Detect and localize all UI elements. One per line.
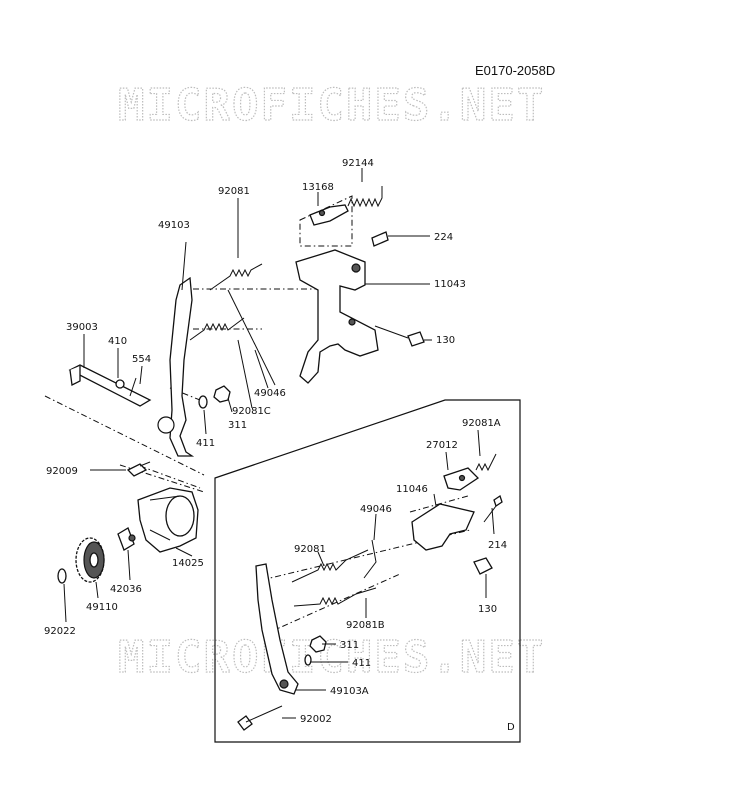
label-410: 410 <box>108 336 127 347</box>
label-49103: 49103 <box>158 220 190 231</box>
bolt-92009 <box>126 461 151 477</box>
watermark-top: MICROFICHES.NET <box>118 80 545 131</box>
label-411-upper: 411 <box>196 438 215 449</box>
shaft-39003 <box>68 364 152 407</box>
label-92081A: 92081A <box>462 418 501 429</box>
sleeve-42036 <box>117 527 136 551</box>
label-214: 214 <box>488 540 507 551</box>
watermark-bottom: MICROFICHES.NET <box>118 632 545 683</box>
label-411-inset: 411 <box>352 658 371 669</box>
spring-92144 <box>347 186 383 208</box>
label-27012: 27012 <box>426 440 458 451</box>
label-554: 554 <box>132 354 151 365</box>
spring-92081B <box>293 587 377 607</box>
label-92081C: 92081C <box>232 406 271 417</box>
bolt-224 <box>371 231 430 247</box>
nut-311-inset <box>309 635 327 653</box>
gear-49110 <box>75 537 105 583</box>
label-42036: 42036 <box>110 584 142 595</box>
link-27012 <box>443 467 480 491</box>
label-92081B: 92081B <box>346 620 385 631</box>
label-39003: 39003 <box>66 322 98 333</box>
label-14025: 14025 <box>172 558 204 569</box>
spring-92081-inset <box>291 549 369 583</box>
governor-lever-49103 <box>157 276 195 457</box>
label-49046-upper: 49046 <box>254 388 286 399</box>
label-11043: 11043 <box>434 279 466 290</box>
washer-92022 <box>57 568 67 584</box>
bolt-130-lower <box>473 557 493 598</box>
lever-49103A <box>255 563 299 695</box>
bolt-92002 <box>237 705 283 731</box>
washer-411-upper <box>198 395 208 409</box>
label-311-upper: 311 <box>228 420 247 431</box>
washer-411-inset <box>304 654 312 666</box>
label-92009: 92009 <box>46 466 78 477</box>
inset-label: D <box>507 722 515 733</box>
bolt-130-upper <box>374 325 425 347</box>
label-130-lower: 130 <box>478 604 497 615</box>
spring-92081-upper <box>209 263 263 291</box>
bracket-11046 <box>411 503 475 551</box>
label-92144: 92144 <box>342 158 374 169</box>
inset-detail-d <box>214 399 521 743</box>
label-224: 224 <box>434 232 453 243</box>
label-92081-inset: 92081 <box>294 544 326 555</box>
label-49103A: 49103A <box>330 686 369 697</box>
pin-554 <box>129 377 137 397</box>
bolt-214 <box>483 494 503 523</box>
label-49110: 49110 <box>86 602 118 613</box>
label-92002: 92002 <box>300 714 332 725</box>
washer-410 <box>115 379 125 389</box>
label-49046-inset: 49046 <box>360 504 392 515</box>
label-130-upper: 130 <box>436 335 455 346</box>
nut-311-upper <box>213 385 231 403</box>
bracket-11043 <box>295 249 379 384</box>
link-13168 <box>309 204 349 226</box>
label-11046: 11046 <box>396 484 428 495</box>
spring-92081A <box>475 453 497 472</box>
governor-housing-14025 <box>137 487 199 553</box>
spring-92081C <box>189 317 245 341</box>
label-92081-upper: 92081 <box>218 186 250 197</box>
label-92022: 92022 <box>44 626 76 637</box>
label-13168: 13168 <box>302 182 334 193</box>
label-311-inset: 311 <box>340 640 359 651</box>
diagram-code: E0170-2058D <box>475 63 555 78</box>
